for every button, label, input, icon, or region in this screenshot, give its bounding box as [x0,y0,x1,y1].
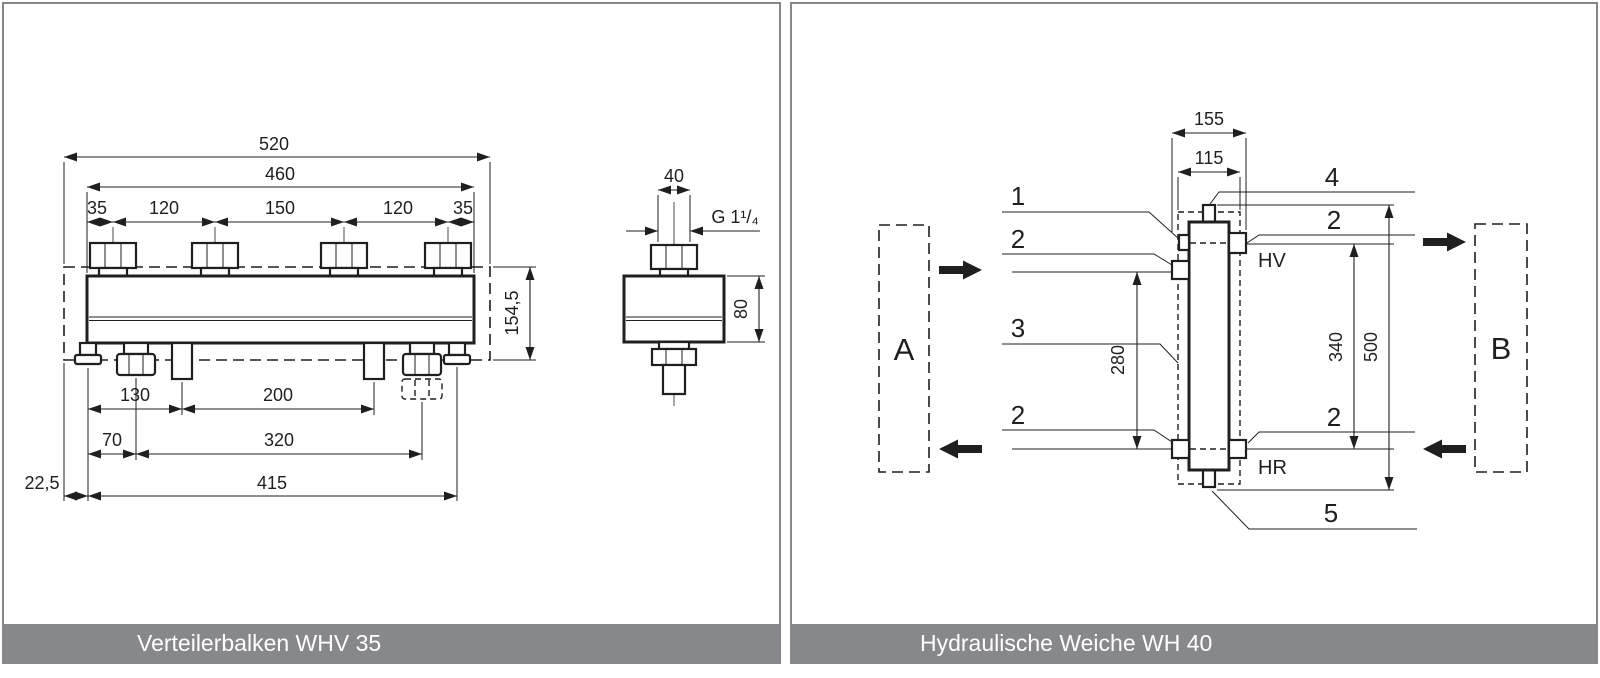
flow-arrow-in-right [1423,439,1466,459]
callout-3: 3 [1011,313,1025,343]
side-bottom-union [650,340,698,396]
dim-22-5-label: 22,5 [24,473,59,493]
panel-hydraulische-weiche: A B [790,2,1598,664]
callout-2-upper-right: 2 [1327,205,1341,235]
dim-130-label: 130 [120,385,150,405]
callout-2-lower-right: 2 [1327,402,1341,432]
hex-nut-4 [423,241,473,278]
callouts: 1 2 3 2 4 2 2 5 HV HR [1002,162,1417,530]
flow-arrow-out-right [1423,232,1466,252]
conn-hv [1227,231,1248,255]
separator-dimensions: 155 115 280 340 500 [1108,109,1394,490]
panel-verteilerbalken: 520 460 35 120 150 120 35 154,5 [2,2,781,664]
conn-left-lower [1170,438,1191,460]
dim-35a-label: 35 [87,198,107,218]
separator-vessel [1170,203,1248,489]
callout-5: 5 [1324,498,1338,528]
hex-nut-2 [190,241,240,278]
bottom-nozzle [1201,467,1217,489]
dim-thread-label: G 1¹/₄ [711,207,758,227]
bottom-stub-right [442,341,472,366]
hex-nut-1 [88,241,138,278]
zone-b-label: B [1491,331,1512,366]
callout-1: 1 [1011,181,1025,211]
mounting-leg-right [362,341,386,381]
conn-left-vent [1177,233,1191,252]
bottom-union-right [401,341,443,377]
dim-120a-label: 120 [149,198,179,218]
flow-arrow-in-left [939,260,982,280]
dim-115-label: 115 [1195,148,1224,168]
manifold-front-view: 520 460 35 120 150 120 35 154,5 [24,134,536,501]
side-hex-nut [649,243,699,278]
dim-415-label: 415 [257,473,287,493]
dim-280-label: 280 [1108,345,1128,375]
dim-340-label: 340 [1326,332,1346,362]
side-body [622,274,726,344]
flow-arrows [939,232,1466,459]
dim-320-label: 320 [264,430,294,450]
mounting-leg-left [170,341,194,381]
zone-b: B [1474,223,1528,473]
dim-80-label: 80 [731,299,751,319]
manifold-side-view: 40 G 1¹/₄ 80 [622,166,765,406]
dim-520-label: 520 [259,134,289,154]
caption-left: Verteilerbalken WHV 35 [4,624,779,662]
top-nozzles [88,227,473,317]
bottom-union-left [115,341,157,377]
separator-drawing: A B [878,109,1528,530]
phantom-hex-nut [401,378,443,400]
dim-460-label: 460 [265,164,295,184]
dim-200-label: 200 [263,385,293,405]
dim-150-label: 150 [265,198,295,218]
caption-right: Hydraulische Weiche WH 40 [792,624,1596,662]
dim-70-label: 70 [102,430,122,450]
dim-500-label: 500 [1361,332,1381,362]
manifold-body [85,274,476,345]
vessel-body [1187,220,1231,472]
top-nozzle [1201,203,1217,225]
dim-40-label: 40 [664,166,684,186]
callout-4: 4 [1325,162,1339,192]
zone-a: A [878,224,930,473]
hex-nut-3 [319,241,369,278]
port-hr-label: HR [1258,457,1287,479]
manifold-drawing: 520 460 35 120 150 120 35 154,5 [24,134,765,501]
insulation-outline [63,266,491,361]
port-hv-label: HV [1258,250,1286,272]
bottom-connections [73,341,472,400]
front-dimensions: 520 460 35 120 150 120 35 154,5 [24,134,536,501]
callout-2-lower-left: 2 [1011,400,1025,430]
zone-a-label: A [894,332,915,367]
bottom-stub-left [73,341,103,366]
flow-arrow-out-left [939,439,982,459]
dim-154-5-label: 154,5 [502,290,522,335]
conn-hr [1227,438,1248,460]
callout-2-upper-left: 2 [1011,224,1025,254]
conn-left-upper [1170,259,1191,281]
dim-155-label: 155 [1194,109,1224,129]
dim-35b-label: 35 [453,198,473,218]
dim-120b-label: 120 [383,198,413,218]
